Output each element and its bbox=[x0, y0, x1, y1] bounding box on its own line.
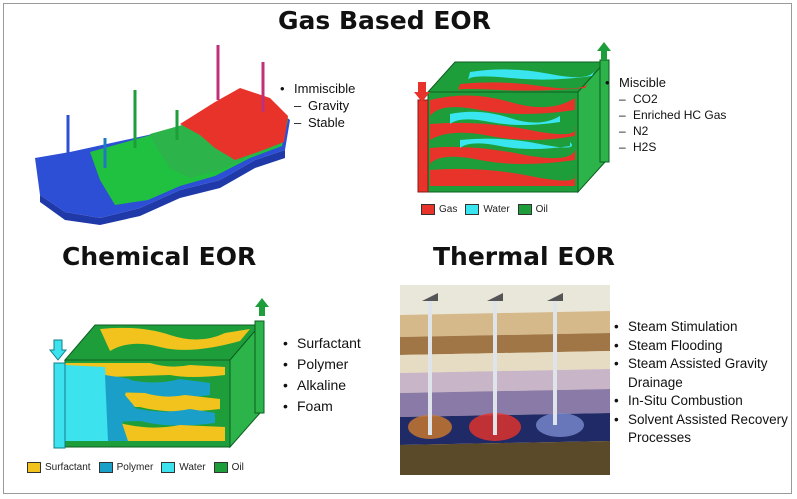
title-chemical-eor: Chemical EOR bbox=[62, 242, 256, 271]
title-gas-based-eor: Gas Based EOR bbox=[278, 6, 491, 35]
thermal-cross-section-diagram bbox=[400, 285, 610, 475]
stable-label: Stable bbox=[308, 115, 345, 130]
arrow-down-icon bbox=[414, 82, 430, 102]
solvent-assisted-label: Solvent Assisted Recovery Processes bbox=[628, 412, 788, 446]
immiscible-bullet: Immiscible Gravity Stable bbox=[280, 80, 355, 131]
polymer-item: Polymer bbox=[283, 354, 361, 375]
thermal-list: Steam Stimulation Steam Flooding Steam A… bbox=[614, 318, 788, 448]
alkaline-label: Alkaline bbox=[297, 377, 346, 393]
legend-label-water: Water bbox=[483, 204, 509, 215]
legend-label-gas: Gas bbox=[439, 204, 457, 215]
enriched-hc-gas-sub-item: Enriched HC Gas bbox=[619, 107, 726, 123]
legend-item-gas: Gas bbox=[421, 204, 457, 215]
n2-sub-item: N2 bbox=[619, 123, 726, 139]
chemical-legend: Surfactant Polymer Water Oil bbox=[27, 462, 252, 473]
arrow-up-icon bbox=[597, 42, 611, 60]
miscible-bullet: Miscible CO2 Enriched HC Gas N2 H2S bbox=[605, 74, 726, 155]
arrow-down-icon bbox=[50, 340, 66, 360]
miscible-block-diagram bbox=[410, 40, 615, 200]
steam-stimulation-item: Steam Stimulation bbox=[614, 318, 788, 337]
immiscible-list: Immiscible Gravity Stable bbox=[280, 80, 355, 131]
surfactant-item: Surfactant bbox=[283, 333, 361, 354]
legend-item-surfactant: Surfactant bbox=[27, 462, 91, 473]
legend-label-surfactant: Surfactant bbox=[45, 462, 91, 473]
sagd-label: Steam Assisted Gravity Drainage bbox=[628, 356, 768, 390]
in-situ-combustion-item: In-Situ Combustion bbox=[614, 392, 788, 411]
steam-stimulation-label: Steam Stimulation bbox=[628, 319, 738, 334]
legend-swatch-gas bbox=[421, 204, 435, 215]
legend-swatch-water bbox=[465, 204, 479, 215]
legend-label-water: Water bbox=[179, 462, 205, 473]
miscible-list: Miscible CO2 Enriched HC Gas N2 H2S bbox=[605, 74, 726, 155]
legend-swatch-oil bbox=[518, 204, 532, 215]
legend-label-oil: Oil bbox=[232, 462, 244, 473]
legend-label-oil: Oil bbox=[536, 204, 548, 215]
legend-item-oil: Oil bbox=[518, 204, 548, 215]
surfactant-label: Surfactant bbox=[297, 335, 361, 351]
gas-legend: Gas Water Oil bbox=[421, 204, 556, 215]
legend-item-polymer: Polymer bbox=[99, 462, 154, 473]
co2-label: CO2 bbox=[633, 92, 658, 106]
legend-item-water: Water bbox=[465, 204, 509, 215]
foam-item: Foam bbox=[283, 396, 361, 417]
h2s-sub-item: H2S bbox=[619, 139, 726, 155]
legend-item-water: Water bbox=[161, 462, 205, 473]
h2s-label: H2S bbox=[633, 140, 656, 154]
arrow-up-icon bbox=[255, 298, 269, 316]
chemical-block-diagram bbox=[50, 295, 275, 455]
solvent-assisted-item: Solvent Assisted Recovery Processes bbox=[614, 411, 788, 448]
enriched-hc-gas-label: Enriched HC Gas bbox=[633, 108, 726, 122]
foam-label: Foam bbox=[297, 398, 333, 414]
miscible-label: Miscible bbox=[619, 75, 666, 90]
immiscible-label: Immiscible bbox=[294, 81, 355, 96]
gravity-label: Gravity bbox=[308, 98, 349, 113]
co2-sub-item: CO2 bbox=[619, 91, 726, 107]
title-thermal-eor: Thermal EOR bbox=[433, 242, 615, 271]
legend-swatch-water bbox=[161, 462, 175, 473]
legend-swatch-oil bbox=[214, 462, 228, 473]
legend-label-polymer: Polymer bbox=[117, 462, 154, 473]
legend-item-oil: Oil bbox=[214, 462, 244, 473]
polymer-label: Polymer bbox=[297, 356, 348, 372]
legend-swatch-surfactant bbox=[27, 462, 41, 473]
steam-flooding-item: Steam Flooding bbox=[614, 337, 788, 356]
alkaline-item: Alkaline bbox=[283, 375, 361, 396]
legend-swatch-polymer bbox=[99, 462, 113, 473]
n2-label: N2 bbox=[633, 124, 648, 138]
gravity-sub-item: Gravity bbox=[294, 97, 355, 114]
steam-flooding-label: Steam Flooding bbox=[628, 338, 723, 353]
stable-sub-item: Stable bbox=[294, 114, 355, 131]
chemical-list: Surfactant Polymer Alkaline Foam bbox=[283, 333, 361, 417]
immiscible-reservoir-diagram bbox=[30, 40, 295, 225]
sagd-item: Steam Assisted Gravity Drainage bbox=[614, 355, 788, 392]
in-situ-combustion-label: In-Situ Combustion bbox=[628, 393, 743, 408]
